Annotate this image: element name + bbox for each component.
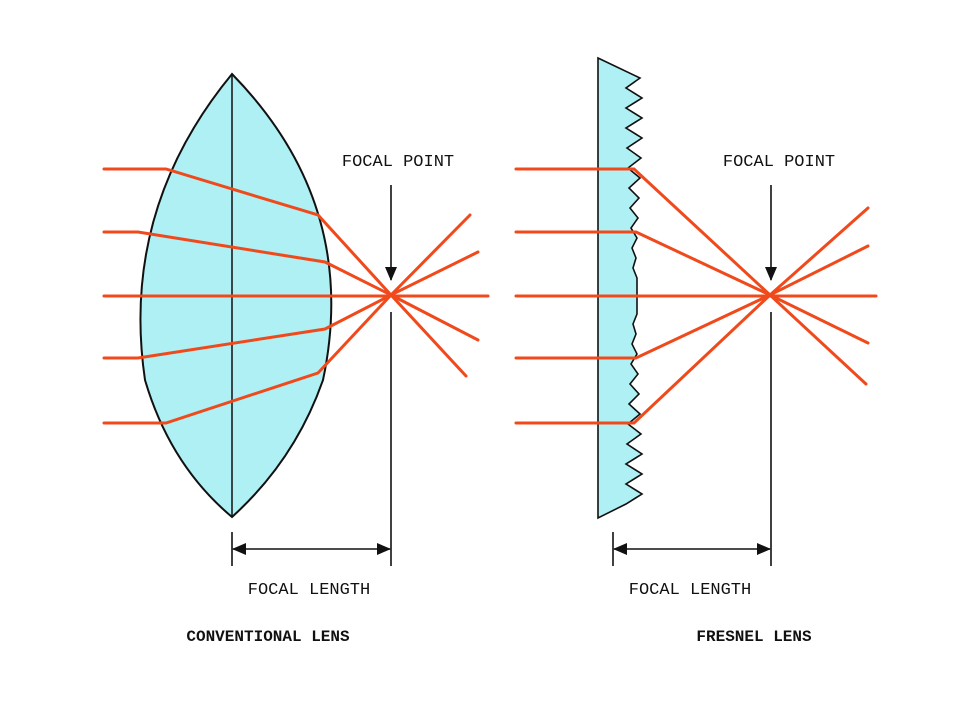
fresnel-lens-group: FOCAL POINT FOCAL LENGTH FRESNEL LENS xyxy=(514,56,878,646)
conventional-ray-4 xyxy=(102,293,480,360)
conventional-ray-1 xyxy=(102,167,472,298)
conventional-focal-length-label: FOCAL LENGTH xyxy=(248,581,370,600)
fresnel-ray-4 xyxy=(514,293,870,360)
fresnel-focal-length-label: FOCAL LENGTH xyxy=(629,581,751,600)
fresnel-lens-caption: FRESNEL LENS xyxy=(696,628,812,646)
fresnel-focal-point-label: FOCAL POINT xyxy=(723,153,835,172)
fresnel-ray-1 xyxy=(514,167,870,298)
conventional-lens-caption: CONVENTIONAL LENS xyxy=(186,628,350,646)
conventional-lens-group: FOCAL POINT FOCAL LENGTH CONVENTIONAL LE… xyxy=(102,72,490,646)
fresnel-ray-5 xyxy=(514,292,868,425)
conventional-ray-2 xyxy=(102,230,480,297)
fresnel-rays xyxy=(514,167,878,425)
conventional-ray-5 xyxy=(102,292,468,425)
conventional-focal-point-label: FOCAL POINT xyxy=(342,153,454,172)
fresnel-ray-2 xyxy=(514,230,870,297)
fresnel-lens-body xyxy=(597,56,644,520)
conventional-rays xyxy=(102,167,490,425)
